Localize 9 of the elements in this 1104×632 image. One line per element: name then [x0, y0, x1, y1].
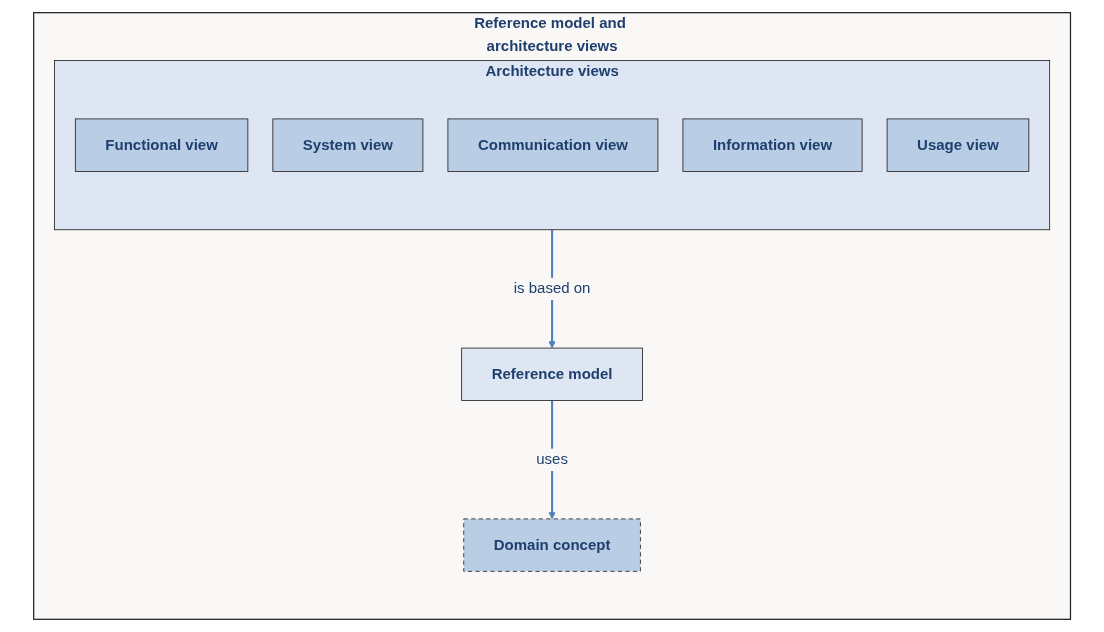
node-box: System view	[272, 118, 424, 172]
node-box: Information view	[682, 118, 863, 172]
node-box: Functional view	[74, 118, 249, 172]
node-box: Reference model	[461, 347, 643, 401]
node-box: Communication view	[447, 118, 659, 172]
node-box: Domain concept	[463, 518, 641, 572]
edge-label: uses	[536, 450, 568, 468]
node-box: Usage view	[886, 118, 1030, 172]
edge-label: is based on	[513, 280, 591, 297]
